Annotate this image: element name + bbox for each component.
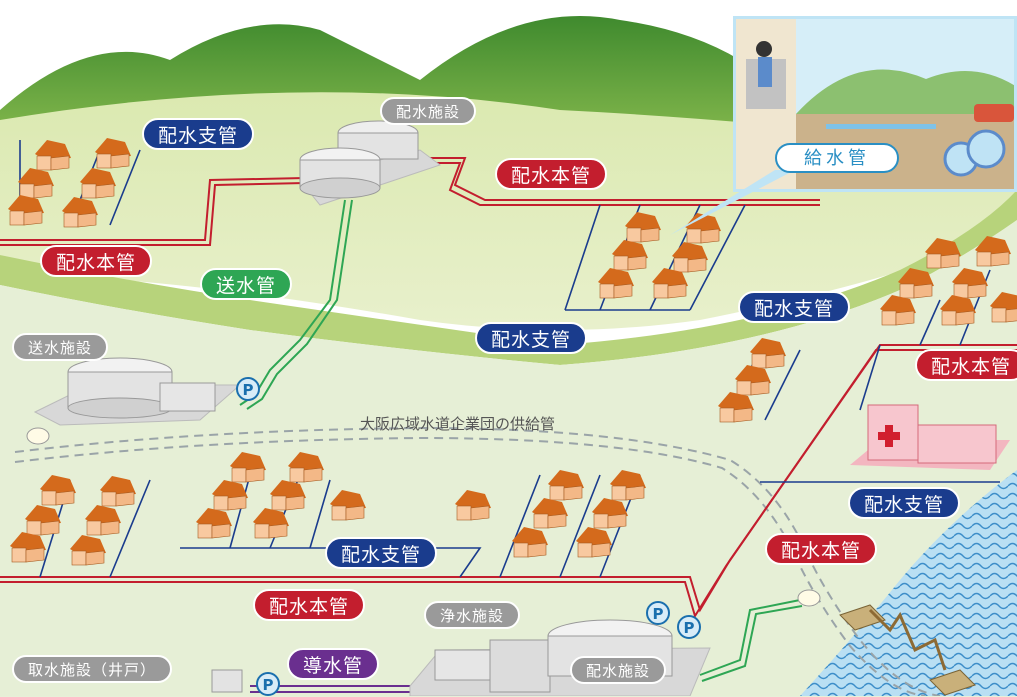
valve-right <box>797 589 821 607</box>
transmission-pipe-label: 送水管 <box>200 268 293 300</box>
house <box>880 295 916 326</box>
supply-line-label: 給水管 <box>775 143 899 173</box>
branch-pipe-label-1: 配水支管 <box>142 118 255 150</box>
house <box>62 197 98 228</box>
pump-badge: P <box>236 377 260 401</box>
branch-pipe-label-3: 配水支管 <box>738 291 851 323</box>
house <box>735 365 771 396</box>
house <box>270 480 306 511</box>
house <box>85 505 121 536</box>
house <box>925 238 961 269</box>
house <box>230 452 266 483</box>
main-pipe-label-2: 配水本管 <box>40 245 153 277</box>
houses <box>8 138 1017 566</box>
house <box>625 212 661 243</box>
main-pipe-label-5: 配水本管 <box>253 589 366 621</box>
main-pipes <box>0 157 1017 619</box>
branch-pipe-label-4: 配水支管 <box>848 487 961 519</box>
house <box>40 475 76 506</box>
transmission-facility-label: 送水施設 <box>12 333 109 361</box>
house <box>990 292 1017 323</box>
house <box>512 527 548 558</box>
hospital <box>850 404 1010 470</box>
intake-facility-label: 取水施設（井戸） <box>12 655 173 683</box>
well <box>211 669 243 693</box>
house <box>592 498 628 529</box>
branch-pipe-label-5: 配水支管 <box>325 537 438 569</box>
house <box>8 195 44 226</box>
house <box>548 470 584 501</box>
house <box>952 268 988 299</box>
house <box>532 498 568 529</box>
house <box>672 242 708 273</box>
house <box>652 268 688 299</box>
house <box>330 490 366 521</box>
house <box>100 476 136 507</box>
pump-badge: P <box>646 601 670 625</box>
house <box>70 535 106 566</box>
house <box>455 490 491 521</box>
house <box>898 268 934 299</box>
conduit-pipe-label: 導水管 <box>287 648 380 680</box>
distribution-facility-label-top: 配水施設 <box>380 97 477 125</box>
house <box>598 268 634 299</box>
house <box>25 505 61 536</box>
purification-facility-label: 浄水施設 <box>424 601 521 629</box>
river <box>800 470 1017 696</box>
house <box>610 470 646 501</box>
house <box>940 295 976 326</box>
main-pipe-label-4: 配水本管 <box>765 533 878 565</box>
house <box>576 527 612 558</box>
valve-left <box>26 427 50 445</box>
house <box>685 213 721 244</box>
distribution-facility-top <box>299 120 442 206</box>
supply-pipe <box>14 426 941 696</box>
distribution-facility-label-bottom: 配水施設 <box>570 656 667 684</box>
house <box>10 532 46 563</box>
house <box>212 480 248 511</box>
house <box>975 236 1011 267</box>
house <box>18 168 54 199</box>
transmission-facility <box>33 357 242 426</box>
house <box>750 338 786 369</box>
pump-badge: P <box>677 615 701 639</box>
house <box>35 140 71 171</box>
inset-callout <box>670 170 795 235</box>
pump-badge: P <box>256 672 280 696</box>
house <box>80 168 116 199</box>
house <box>612 240 648 271</box>
main-pipe-label-3: 配水本管 <box>915 349 1017 381</box>
house <box>718 392 754 423</box>
intake-structures <box>839 604 976 696</box>
house <box>288 452 324 483</box>
house <box>196 508 232 539</box>
house <box>253 508 289 539</box>
house <box>95 138 131 169</box>
main-pipe-label-1: 配水本管 <box>495 158 608 190</box>
supply-pipe-label: 大阪広域水道企業団の供給管 <box>360 415 556 433</box>
branch-pipe-label-2: 配水支管 <box>475 322 588 354</box>
